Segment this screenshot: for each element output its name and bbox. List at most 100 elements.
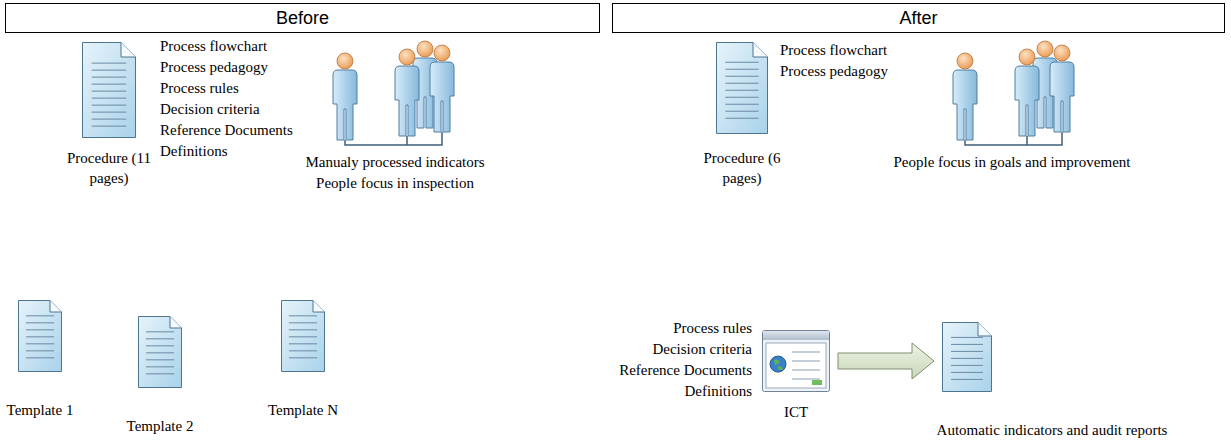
- people-caption: People focus in goals and improvement: [893, 152, 1130, 172]
- document-text-line: [289, 315, 317, 316]
- document-text-line: [146, 352, 174, 353]
- document-text-line: [26, 343, 54, 344]
- document-text-line: [725, 83, 758, 84]
- document-icon: [138, 316, 182, 388]
- page-line: [792, 369, 820, 371]
- document-icon: [942, 322, 992, 392]
- document-node: Automatic indicators and audit reports: [942, 322, 992, 392]
- person-figure: [430, 45, 454, 132]
- page-line: [792, 351, 820, 353]
- person-body: [1050, 62, 1074, 132]
- person-head: [957, 53, 973, 69]
- document-text-line: [951, 351, 983, 352]
- icon-caption: Procedure (11 pages): [64, 148, 154, 188]
- person-body: [395, 66, 419, 136]
- document-icon: [281, 300, 325, 372]
- document-text-line: [289, 322, 317, 323]
- document-text-line: [92, 77, 127, 78]
- content-item: Definitions: [160, 141, 228, 161]
- person-body: [430, 62, 454, 132]
- browser-titlebar: [763, 331, 829, 340]
- document-text-line: [92, 105, 127, 106]
- content-item: Decision criteria: [160, 99, 260, 119]
- people-caption: People focus in inspection: [316, 173, 474, 193]
- browser-icon: [762, 330, 830, 392]
- document-text-line: [725, 76, 758, 77]
- icon-caption: ICT: [784, 402, 808, 422]
- content-item: Process rules: [673, 318, 752, 338]
- document-text-line: [725, 69, 758, 70]
- document-text-line: [951, 344, 983, 345]
- person-head: [399, 49, 415, 65]
- header-title: After: [899, 8, 937, 29]
- document-text-line: [92, 126, 127, 127]
- document-node: Procedure (6 pages): [716, 42, 768, 134]
- document-text-line: [725, 118, 758, 119]
- person-figure: [395, 49, 419, 136]
- document-text-line: [289, 350, 317, 351]
- block-arrow: [838, 343, 934, 379]
- document-text-line: [26, 322, 54, 323]
- person-body: [953, 70, 977, 140]
- section-header: Before: [5, 3, 600, 33]
- document-page: [282, 301, 325, 372]
- page-accent: [812, 380, 822, 385]
- content-item: Decision criteria: [652, 339, 752, 359]
- person-head: [1037, 41, 1053, 57]
- document-fold: [170, 317, 182, 329]
- content-item: Definitions: [685, 381, 753, 401]
- document-fold: [753, 43, 768, 58]
- content-item: Process pedagogy: [160, 57, 268, 77]
- icon-caption: Template 2: [127, 416, 194, 436]
- document-node: Procedure (11 pages): [82, 42, 136, 138]
- content-item: Process flowchart: [160, 36, 267, 56]
- document-text-line: [289, 329, 317, 330]
- header-title: Before: [276, 8, 329, 29]
- document-text-line: [951, 337, 983, 338]
- document-text-line: [289, 336, 317, 337]
- people-caption: Manualy processed indicators: [305, 152, 484, 172]
- document-text-line: [26, 350, 54, 351]
- document-text-line: [951, 365, 983, 366]
- document-icon: [716, 42, 768, 134]
- document-icon: [82, 42, 136, 138]
- person-figure: [1015, 49, 1039, 136]
- document-text-line: [725, 90, 758, 91]
- icon-caption: Procedure (6 pages): [697, 148, 787, 188]
- person-figure: [1050, 45, 1074, 132]
- ict-node: ICT: [762, 330, 830, 392]
- content-item: Process pedagogy: [780, 61, 888, 81]
- document-text-line: [146, 345, 174, 346]
- document-text-line: [951, 379, 983, 380]
- icon-caption: Template N: [268, 400, 338, 420]
- document-fold: [121, 43, 136, 58]
- person-figure: [333, 53, 357, 140]
- document-text-line: [289, 343, 317, 344]
- document-text-line: [951, 358, 983, 359]
- person-head: [1019, 49, 1035, 65]
- icon-caption: Template 1: [7, 400, 74, 420]
- document-text-line: [146, 359, 174, 360]
- document-text-line: [951, 372, 983, 373]
- document-text-line: [26, 329, 54, 330]
- globe-icon: [770, 356, 786, 372]
- document-text-line: [92, 91, 127, 92]
- document-icon: [18, 300, 62, 372]
- document-text-line: [26, 336, 54, 337]
- document-text-line: [92, 84, 127, 85]
- content-item: Reference Documents: [160, 120, 293, 140]
- document-text-line: [92, 119, 127, 120]
- document-text-line: [725, 97, 758, 98]
- document-text-line: [92, 112, 127, 113]
- person-head: [337, 53, 353, 69]
- content-item: Process rules: [160, 78, 239, 98]
- document-node: Template 1: [18, 300, 62, 372]
- document-text-line: [146, 373, 174, 374]
- document-node: Template 2: [138, 316, 182, 388]
- document-text-line: [26, 357, 54, 358]
- content-item: Reference Documents: [619, 360, 752, 380]
- document-fold: [50, 301, 62, 313]
- document-text-line: [725, 62, 758, 63]
- person-head: [1054, 45, 1070, 61]
- document-text-line: [92, 70, 127, 71]
